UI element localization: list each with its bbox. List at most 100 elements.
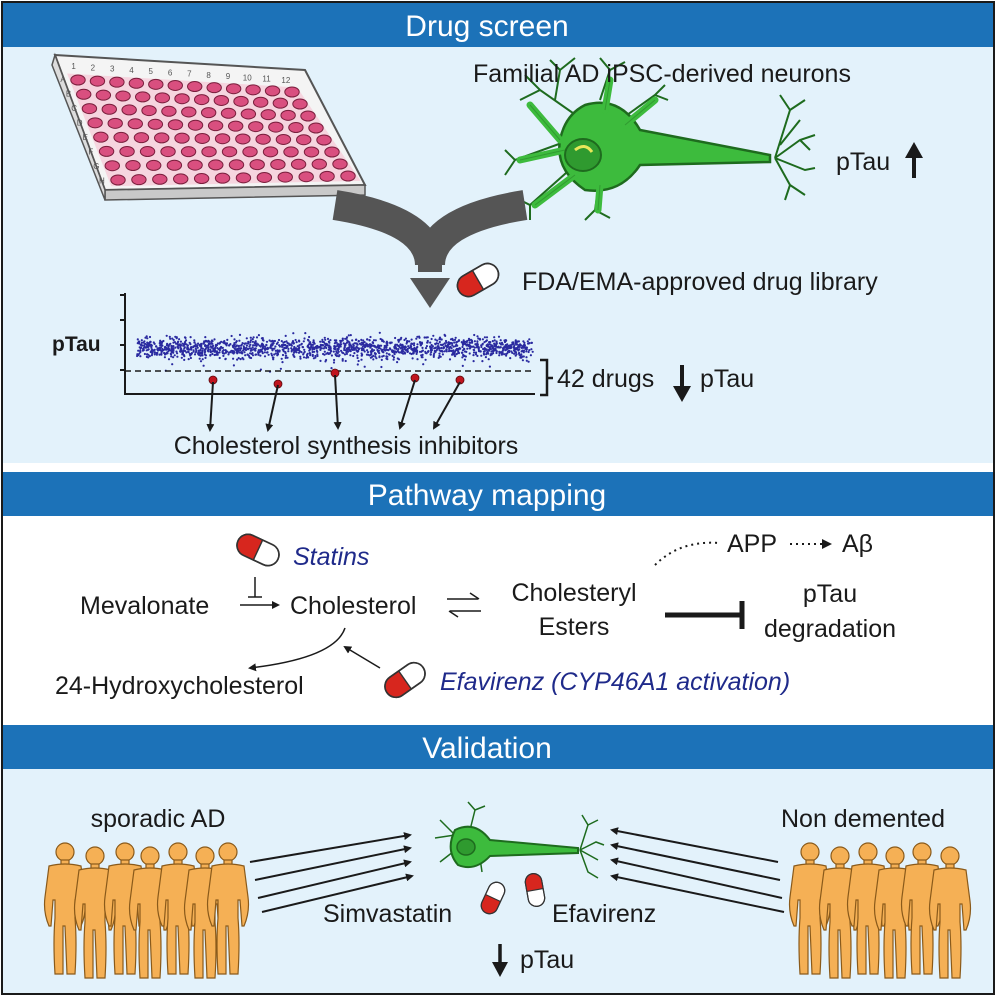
screen-data-point: [333, 358, 336, 362]
screen-data-point: [214, 345, 217, 348]
screen-data-point: [362, 347, 365, 351]
neurons-label: Familial AD iPSC-derived neurons: [473, 60, 851, 88]
screen-data-point: [382, 354, 385, 357]
screen-data-point: [430, 351, 433, 354]
screen-data-point: [170, 353, 173, 356]
screen-data-point: [218, 349, 221, 352]
screen-data-point: [354, 342, 357, 345]
screen-data-point: [185, 351, 188, 354]
screen-data-point: [143, 345, 146, 348]
plate-well: [145, 159, 162, 171]
screen-data-point: [251, 346, 254, 349]
screen-data-point: [484, 340, 488, 343]
screen-data-point: [327, 346, 331, 349]
screen-data-point: [403, 338, 406, 342]
screen-data-point: [476, 342, 479, 345]
screen-data-point: [522, 346, 525, 349]
screen-data-point: [469, 345, 472, 348]
screen-data-point: [378, 346, 381, 349]
plate-well: [194, 132, 210, 144]
screen-data-point: [360, 338, 363, 341]
screen-data-point: [402, 350, 405, 353]
plate-well: [324, 146, 340, 158]
screen-data-point: [352, 354, 355, 358]
screen-data-point: [474, 353, 478, 356]
screen-data-point: [298, 340, 301, 343]
screen-data-point: [378, 355, 381, 358]
screen-data-point: [234, 345, 237, 348]
screen-data-point: [201, 358, 204, 361]
screen-data-point: [308, 341, 311, 344]
screen-data-point: [469, 341, 472, 344]
screen-data-point: [343, 353, 347, 356]
screen-data-point: [187, 358, 190, 361]
screen-data-point: [368, 354, 371, 357]
screen-data-point: [410, 352, 413, 356]
screen-data-point: [397, 358, 401, 361]
screen-data-point: [425, 345, 428, 348]
screen-data-point: [145, 335, 148, 338]
screen-data-point: [212, 344, 215, 347]
screen-data-point: [334, 341, 337, 344]
screen-data-point: [238, 339, 241, 342]
screen-data-point: [394, 350, 397, 353]
screen-data-point: [429, 345, 432, 348]
screen-data-point: [525, 350, 528, 353]
screen-data-point: [290, 350, 293, 353]
screen-data-point: [171, 363, 174, 366]
screen-data-point: [245, 337, 248, 340]
plate-well: [187, 119, 204, 131]
screen-data-point: [259, 354, 262, 357]
hit-arrows: [206, 374, 461, 432]
screen-data-point: [453, 338, 457, 341]
screen-data-point: [458, 347, 461, 350]
screen-data-point: [392, 356, 396, 359]
hits-ptau-label: pTau: [700, 365, 754, 393]
screen-data-point: [515, 343, 519, 346]
screen-data-point: [317, 346, 320, 349]
screen-data-point: [326, 337, 330, 340]
screen-data-point: [190, 347, 193, 350]
screen-data-point: [172, 345, 175, 348]
screen-data-point: [361, 353, 364, 356]
screen-data-point: [316, 354, 319, 358]
screen-data-point: [242, 347, 245, 350]
screen-data-point: [345, 336, 349, 339]
screen-data-point: [234, 341, 238, 344]
screen-data-point: [136, 354, 139, 358]
screen-data-point: [319, 343, 322, 346]
screen-data-point: [290, 343, 293, 346]
screen-data-point: [502, 347, 505, 350]
screen-data-point: [448, 358, 452, 361]
plate-well: [240, 108, 257, 120]
screen-data-point: [414, 347, 417, 350]
screen-data-point: [474, 351, 478, 354]
screen-data-point: [463, 341, 466, 344]
screen-data-point: [365, 353, 369, 356]
screen-data-point: [183, 355, 186, 358]
screen-data-point: [481, 360, 484, 363]
screen-data-point: [286, 356, 289, 359]
screen-data-point: [472, 360, 475, 363]
plate-column-label: 5: [149, 67, 154, 76]
plate-well: [181, 106, 197, 118]
screen-data-point: [199, 345, 202, 348]
screen-data-point: [341, 337, 344, 340]
screen-data-point: [375, 357, 378, 360]
screen-data-point: [357, 359, 360, 363]
validation-title: Validation: [422, 732, 552, 765]
plate-well: [264, 85, 281, 97]
screen-data-point: [410, 342, 413, 345]
screen-data-point: [514, 339, 517, 342]
plate-well: [121, 104, 137, 116]
screen-data-point: [356, 356, 359, 360]
screen-data-point: [172, 356, 175, 359]
screen-data-point: [528, 338, 531, 341]
plate-well: [249, 159, 265, 171]
screen-data-point: [314, 345, 317, 348]
screen-data-point: [495, 342, 498, 345]
screen-data-point: [193, 344, 196, 347]
screen-data-point: [270, 343, 273, 346]
screen-data-point: [355, 349, 358, 352]
